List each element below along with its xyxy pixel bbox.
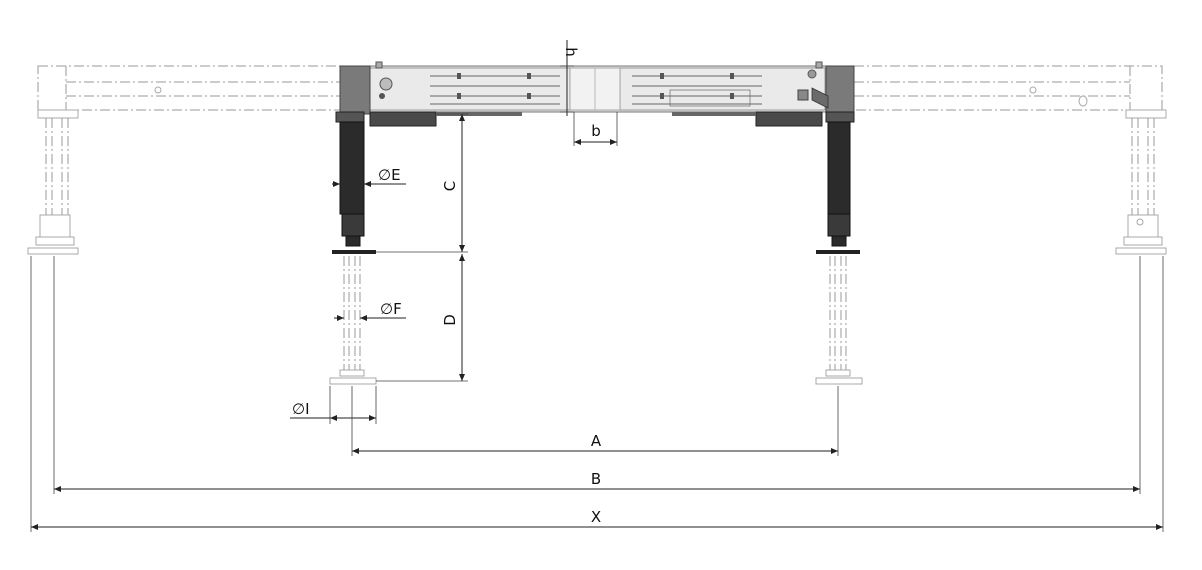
- label-a: A: [591, 432, 602, 450]
- dimension-a: [351, 386, 839, 456]
- ghost-rail-left: [27, 65, 341, 255]
- label-d: D: [441, 314, 459, 326]
- dimension-h: [560, 40, 574, 116]
- label-c: C: [441, 181, 459, 191]
- leg-right: [815, 111, 863, 385]
- dimension-i: [290, 386, 377, 424]
- label-b: b: [591, 122, 601, 140]
- main-beam: [339, 61, 855, 127]
- label-h: h: [562, 47, 580, 57]
- label-i: ∅I: [292, 400, 310, 418]
- dimension-d: [376, 254, 468, 382]
- dimension-c: [376, 113, 468, 253]
- label-b-wide: B: [591, 470, 601, 488]
- dimension-b: [573, 112, 618, 146]
- label-e: ∅E: [378, 166, 401, 184]
- label-f: ∅F: [380, 300, 402, 318]
- ghost-rail-right: [853, 65, 1167, 255]
- leg-left: [329, 111, 377, 385]
- dimension-x: [30, 256, 1164, 532]
- label-x: X: [591, 508, 601, 526]
- dimension-b-wide: [53, 256, 1141, 494]
